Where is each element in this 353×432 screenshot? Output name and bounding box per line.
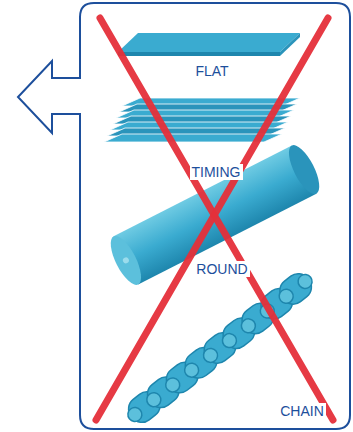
chain-roller (239, 316, 259, 336)
flat-belt-side (280, 33, 300, 56)
cross-line (96, 18, 328, 420)
belt-type-label: CHAIN (278, 403, 326, 419)
callout-outline (18, 3, 350, 429)
chain-roller (220, 331, 240, 351)
chain-roller (182, 360, 202, 380)
belt-type-label: TIMING (190, 164, 243, 180)
chain-roller (125, 405, 145, 425)
belt-type-label: ROUND (194, 261, 249, 277)
chain-roller (144, 390, 164, 410)
chain-roller (276, 286, 296, 306)
chain-roller (201, 346, 221, 366)
flat-belt-edge (118, 52, 280, 56)
chain-link (275, 269, 316, 309)
cross-line (100, 18, 333, 420)
chain-roller (163, 375, 183, 395)
belt-type-label: FLAT (193, 63, 230, 79)
flat-belt (118, 33, 300, 52)
chain-roller (295, 272, 315, 292)
